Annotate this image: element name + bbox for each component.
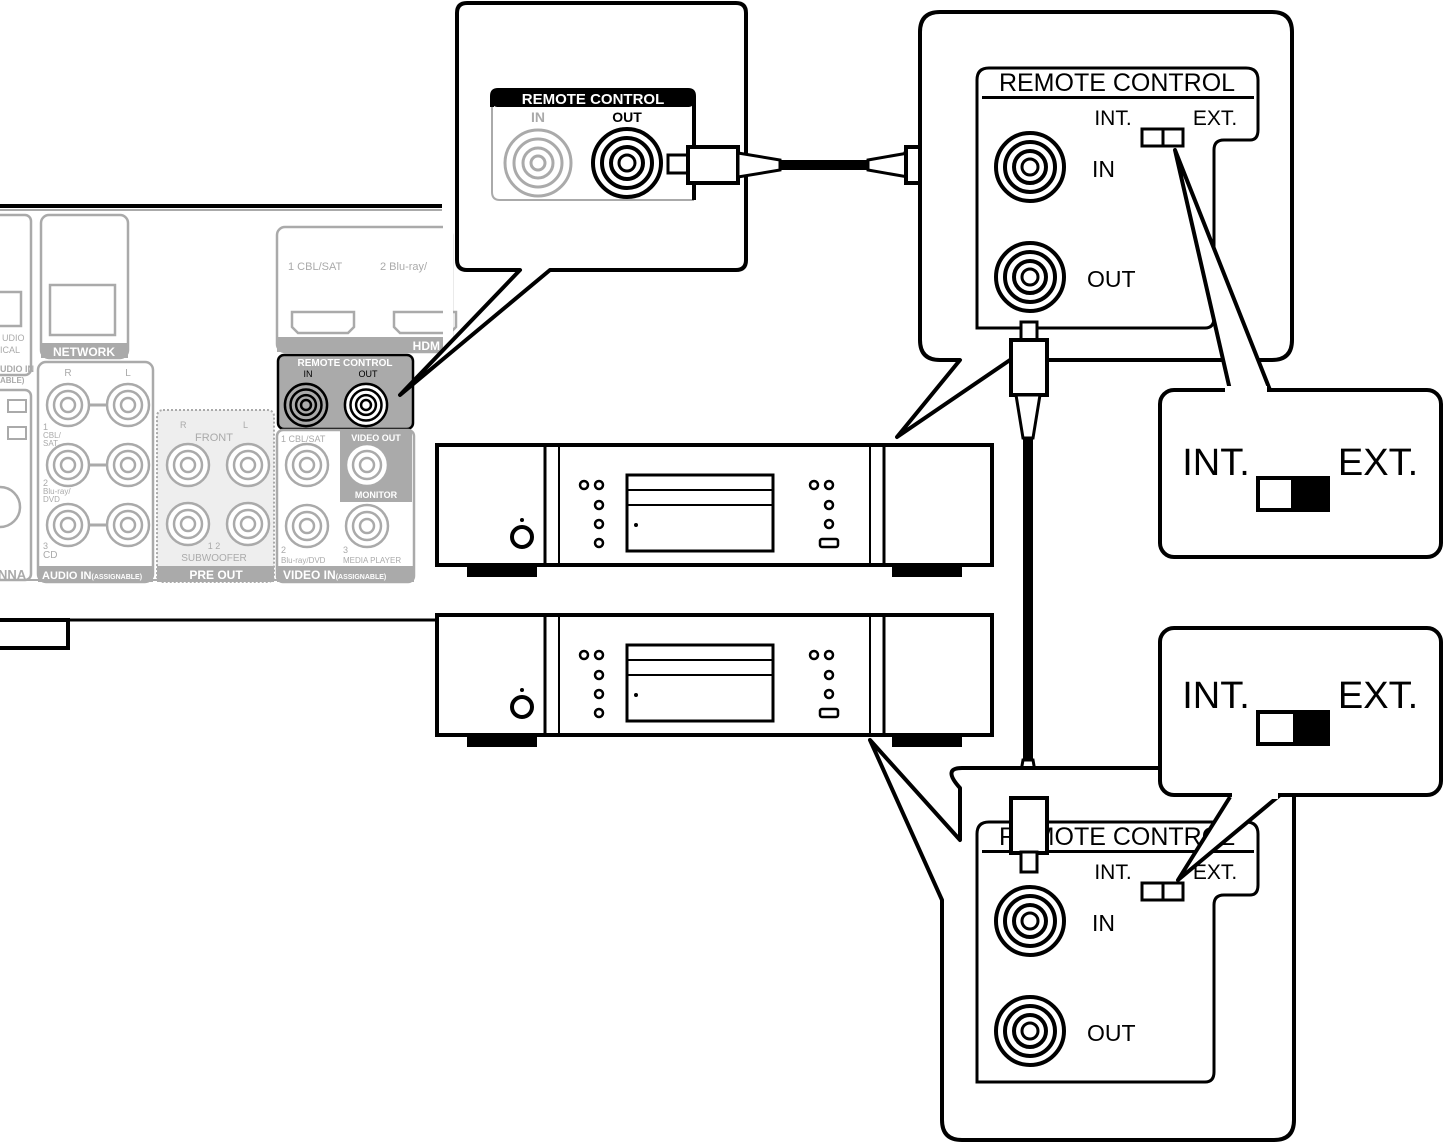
antenna-jack-icon [0,485,22,529]
receiver-rear-panel: UDIO ICAL UDIO IN ABLE) NNA NETWORK R L … [0,200,458,650]
video-in-label: VIDEO IN(ASSIGNABLE) [283,568,386,582]
external-device-1 [435,443,994,579]
callout-receiver-out-jack [591,127,663,199]
pre-out-r-label: R [180,420,187,430]
digital-audio-in-label: UDIO IN [0,364,34,374]
subwoofer-label: SUBWOOFER [181,553,247,564]
front-label: FRONT [195,432,233,444]
optical-port-icon [0,290,23,328]
callout-receiver-in-label: IN [531,109,545,125]
audio-in-jacks [45,382,151,548]
optical-label: UDIO [2,333,25,343]
device1-int-ext-switch[interactable] [1140,127,1185,148]
audio-in-2-label: Blu-ray/ [43,487,71,496]
pre-out-l-label: L [243,420,248,430]
switch-zoom-1: INT. EXT. [1158,148,1443,559]
receiver-remote-out-jack [343,382,389,428]
callout-device1-title: REMOTE CONTROL [999,69,1235,97]
switch-zoom-1-ext-label: EXT. [1338,442,1418,484]
video-in-3-num: 3 [343,545,348,555]
device1-remote-in-jack [994,131,1066,203]
assignable-label: ABLE) [0,376,25,385]
switch-zoom-2-toggle [1256,710,1330,746]
callout-device1-int-label: INT. [1094,107,1131,130]
pre-out-label: PRE OUT [189,568,243,582]
callout-device2-out-label: OUT [1087,1020,1136,1046]
callout-device1-out-label: OUT [1087,266,1136,292]
monitor-label: MONITOR [355,490,398,500]
remote-cable-2 [1009,320,1049,802]
video-in-2-num: 2 [281,545,286,555]
switch-zoom-1-int-label: INT. [1182,442,1250,484]
hdmi-in-2-label: 2 Blu-ray/ [380,261,428,273]
audio-in-3-label: CD [43,550,57,561]
audio-in-2-num: 2 [43,478,48,488]
callout-device2-in-label: IN [1092,910,1115,936]
ethernet-port-icon [48,283,117,337]
audio-in-1-label-2: SAT [43,439,58,448]
device2-int-ext-switch[interactable] [1140,881,1185,902]
optical-label-2: ICAL [0,345,20,355]
audio-in-1-label: CBL/ [43,431,62,440]
switch-zoom-1-toggle [1256,476,1330,512]
antenna-label: NNA [0,567,27,582]
callout-device1-ext-label: EXT. [1193,107,1237,130]
receiver-remote-in-label: IN [304,369,313,379]
switch-zoom-2: INT. EXT. [1158,626,1443,882]
audio-in-r-label: R [64,368,71,379]
switch-zoom-2-int-label: INT. [1182,675,1250,717]
video-in-3-label: MEDIA PLAYER [343,556,401,565]
switch-zoom-2-ext-label: EXT. [1338,675,1418,717]
audio-in-l-label: L [125,368,131,379]
device2-remote-out-jack [994,995,1066,1067]
device2-remote-in-jack [994,885,1066,957]
callout-device2-int-label: INT. [1094,861,1131,884]
hdmi-label: HDM [413,339,440,353]
audio-in-1-num: 1 [43,422,48,432]
callout-device1-remote: REMOTE CONTROL INT. EXT. IN OUT [895,10,1294,439]
receiver-remote-out-label: OUT [359,369,379,379]
receiver-remote-control-label: REMOTE CONTROL [298,358,393,369]
callout-receiver-remote: REMOTE CONTROL IN OUT [398,1,748,397]
callout-device1-in-label: IN [1092,156,1115,182]
hdmi-port-icon [290,310,356,335]
network-label: NETWORK [53,345,115,359]
audio-in-2-label-2: DVD [43,495,60,504]
external-device-2 [435,613,994,749]
callout-device2-remote: REMOTE CONTROL INT. EXT. IN OUT [868,738,1296,1142]
audio-in-label: AUDIO IN(ASSIGNABLE) [42,570,142,582]
audio-in-3-num: 3 [43,541,48,551]
device1-remote-out-jack [994,241,1066,313]
video-in-1-label: 1 CBL/SAT [281,434,326,444]
callout-receiver-out-label: OUT [612,109,642,125]
video-out-label: VIDEO OUT [351,433,401,443]
receiver-remote-in-jack [283,382,329,428]
hdmi-in-1-label: 1 CBL/SAT [288,261,342,273]
receiver-remote-control-section: REMOTE CONTROL IN OUT [276,353,415,431]
callout-receiver-title: REMOTE CONTROL [522,91,665,108]
callout-device2-ext-label: EXT. [1193,861,1237,884]
callout-receiver-in-jack [503,128,573,198]
video-in-2-label: Blu-ray/DVD [281,556,326,565]
subwoofer-numbers: 1 2 [208,541,221,551]
